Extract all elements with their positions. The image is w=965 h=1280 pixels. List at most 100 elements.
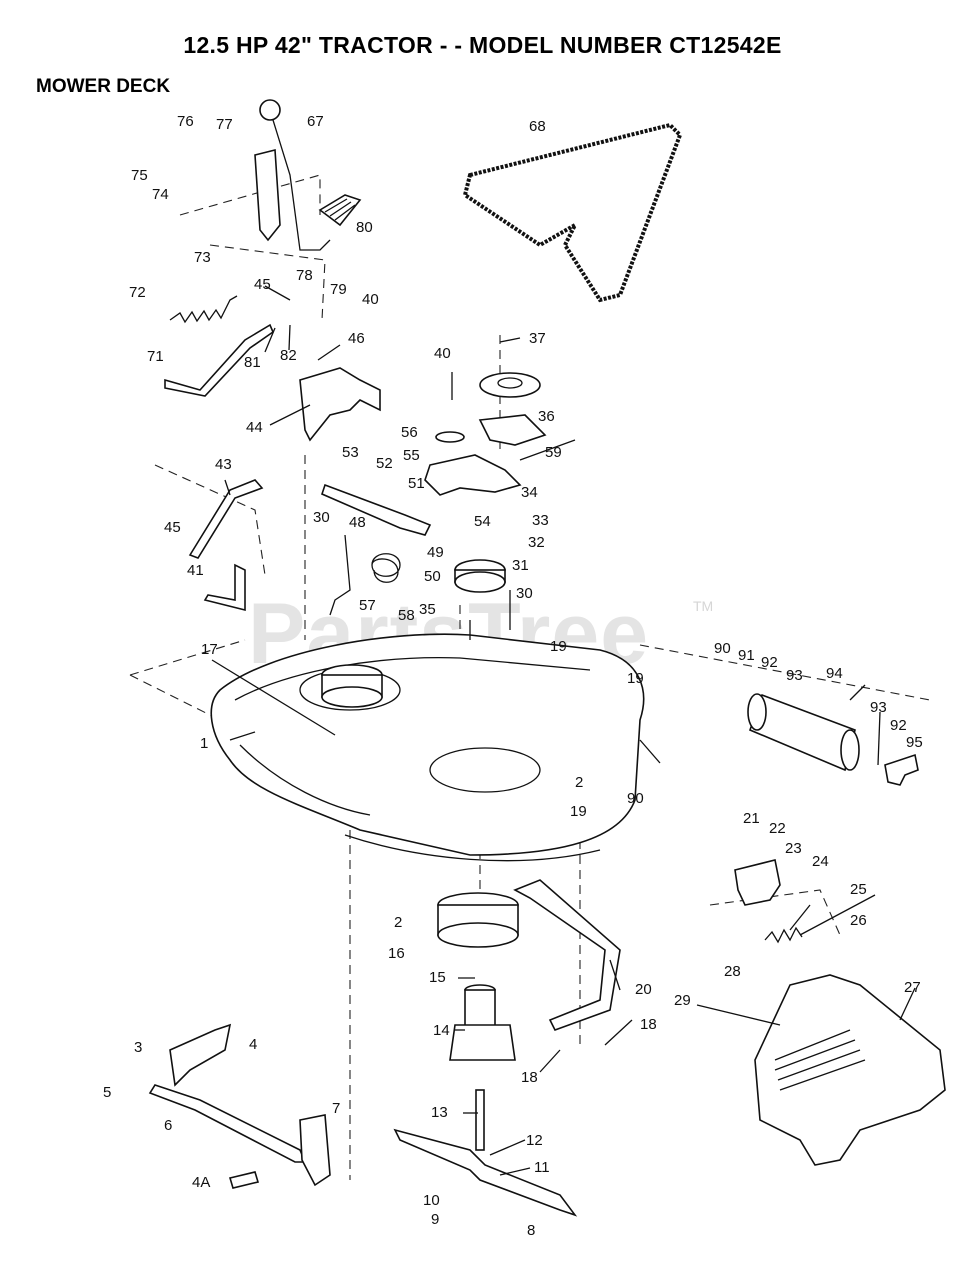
gauge-roller — [747, 693, 860, 772]
callout-81: 81 — [244, 354, 261, 371]
callout-53: 53 — [342, 444, 359, 461]
callout-9: 9 — [431, 1211, 439, 1228]
callout-75: 75 — [131, 167, 148, 184]
idler-plate — [424, 454, 522, 496]
idler-arm — [321, 483, 432, 536]
callout-17: 17 — [201, 641, 218, 658]
callout-5: 5 — [103, 1084, 111, 1101]
callout-56: 56 — [401, 424, 418, 441]
callout-10: 10 — [423, 1192, 440, 1209]
callout-28: 28 — [724, 963, 741, 980]
callout-40: 40 — [362, 291, 379, 308]
callout-16: 16 — [388, 945, 405, 962]
callout-25: 25 — [850, 881, 867, 898]
callout-7: 7 — [332, 1100, 340, 1117]
spindle-shaft — [475, 1089, 485, 1151]
callout-72: 72 — [129, 284, 146, 301]
discharge-chute — [754, 974, 946, 1166]
callout-78: 78 — [296, 267, 313, 284]
callout-22: 22 — [769, 820, 786, 837]
spring-25 — [764, 926, 803, 944]
bracket-59 — [478, 414, 547, 446]
spring-58 — [371, 553, 401, 583]
callout-19: 19 — [627, 670, 644, 687]
callout-30: 30 — [313, 509, 330, 526]
spindle-housing — [449, 984, 516, 1061]
callout-33: 33 — [532, 512, 549, 529]
callout-40: 40 — [434, 345, 451, 362]
callout-82: 82 — [280, 347, 297, 364]
bracket-41 — [203, 563, 246, 612]
lift-lever — [254, 99, 331, 251]
callout-90: 90 — [714, 640, 731, 657]
callout-1: 1 — [200, 735, 208, 752]
stabilizer-arm — [148, 1084, 307, 1163]
callout-68: 68 — [529, 118, 546, 135]
callout-59: 59 — [545, 444, 562, 461]
callout-71: 71 — [147, 348, 164, 365]
callout-2: 2 — [575, 774, 583, 791]
callout-15: 15 — [429, 969, 446, 986]
callout-58: 58 — [398, 607, 415, 624]
pulley-36 — [479, 372, 541, 398]
callout-3: 3 — [134, 1039, 142, 1056]
callout-55: 55 — [403, 447, 420, 464]
spring-72 — [169, 295, 238, 324]
callout-49: 49 — [427, 544, 444, 561]
callout-77: 77 — [216, 116, 233, 133]
mower-blade — [393, 1128, 578, 1217]
callout-37: 37 — [529, 330, 546, 347]
watermark-trademark: TM — [693, 598, 714, 614]
roller-bracket — [884, 753, 919, 786]
callout-13: 13 — [431, 1104, 448, 1121]
page-title: 12.5 HP 42" TRACTOR - - MODEL NUMBER CT1… — [183, 32, 782, 58]
callout-41: 41 — [187, 562, 204, 579]
callout-51: 51 — [408, 475, 425, 492]
callout-8: 8 — [527, 1222, 535, 1239]
handle-grip — [318, 194, 362, 227]
callout-19: 19 — [570, 803, 587, 820]
callout-95: 95 — [906, 734, 923, 751]
callout-18: 18 — [521, 1069, 538, 1086]
callout-2: 2 — [394, 914, 402, 931]
chute-bracket — [734, 859, 781, 906]
callout-90: 90 — [627, 790, 644, 807]
callout-52: 52 — [376, 455, 393, 472]
callout-94: 94 — [826, 665, 843, 682]
callout-92: 92 — [761, 654, 778, 671]
callout-43: 43 — [215, 456, 232, 473]
section-heading: MOWER DECK — [36, 76, 171, 97]
callout-57: 57 — [359, 597, 376, 614]
callout-74: 74 — [152, 186, 169, 203]
drive-belt — [462, 122, 683, 303]
callout-32: 32 — [528, 534, 545, 551]
callout-23: 23 — [785, 840, 802, 857]
callout-92: 92 — [890, 717, 907, 734]
rod-57 — [329, 534, 351, 616]
callout-44: 44 — [246, 419, 263, 436]
bracket-3 — [169, 1023, 232, 1087]
bracket-7 — [299, 1114, 331, 1187]
callout-11: 11 — [534, 1159, 550, 1176]
bracket-44 — [299, 367, 381, 442]
callout-34: 34 — [521, 484, 538, 501]
bolt-4A — [228, 1171, 260, 1189]
washer-56 — [435, 431, 465, 443]
callout-45: 45 — [164, 519, 181, 536]
callout-67: 67 — [307, 113, 324, 130]
rod-43 — [188, 479, 264, 559]
callout-4: 4 — [249, 1036, 257, 1053]
callout-24: 24 — [812, 853, 829, 870]
callout-50: 50 — [424, 568, 441, 585]
callout-36: 36 — [538, 408, 555, 425]
callout-93: 93 — [786, 667, 803, 684]
callout-labels: 1 2 2 3 4 4A 5 6 7 8 9 10 11 12 13 14 15… — [103, 113, 923, 1239]
callout-29: 29 — [674, 992, 691, 1009]
pulley-32 — [454, 559, 506, 593]
callout-76: 76 — [177, 113, 194, 130]
callout-12: 12 — [526, 1132, 543, 1149]
mower-deck-housing — [210, 633, 645, 862]
callout-4a: 4A — [192, 1174, 210, 1191]
callout-31: 31 — [512, 557, 529, 574]
